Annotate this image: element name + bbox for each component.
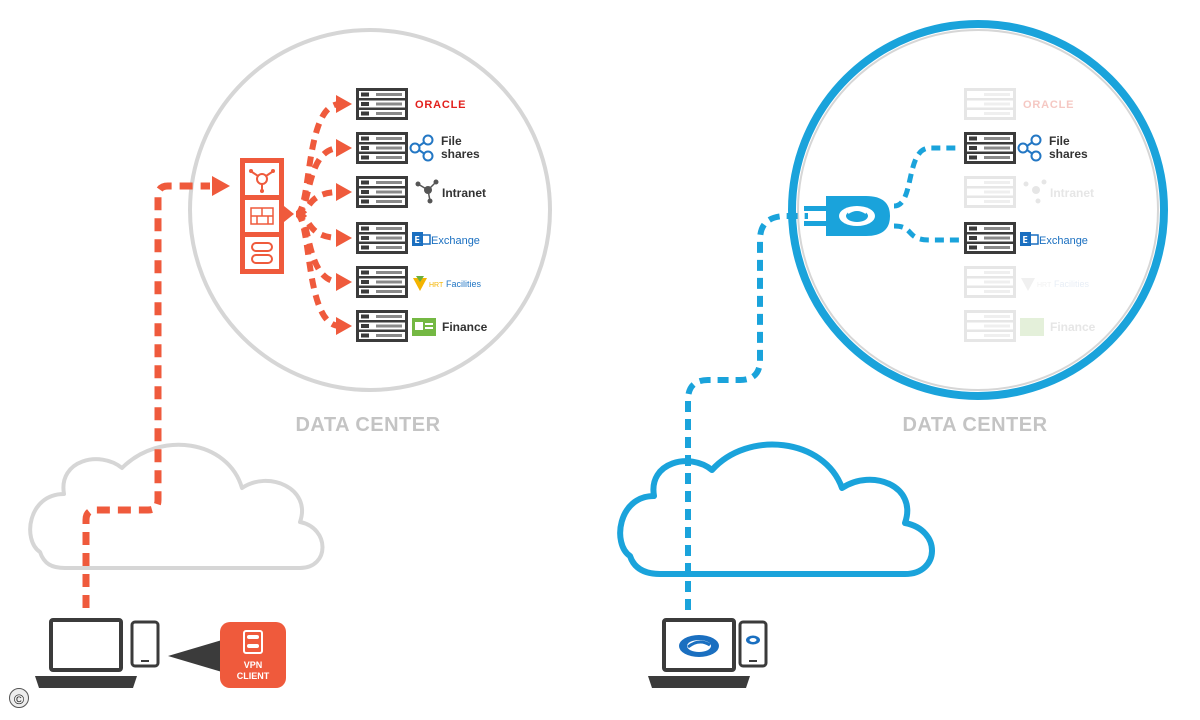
vpn-tunnel-path [82,182,210,608]
app-row-oracle-right: ORACLE [964,88,1074,120]
fileshares-label-2-right: shares [1049,147,1088,161]
datacenter-label-left: DATA CENTER [295,414,440,436]
vpn-branches [294,101,341,329]
copyright-mark: © [9,688,29,708]
finance-label: Finance [442,320,488,334]
vpn-arrow-to-gateway [212,176,230,196]
cloud-right [617,441,935,577]
vpn-branch-arrows [336,95,352,335]
network-nodes-icon [415,179,439,204]
app-row-hrt-left: HRT Facilities [356,266,482,298]
fileshares-label-1-right: File [1049,134,1070,148]
app-row-fileshares-right: File shares [964,132,1088,164]
zscaler-plug-icon [804,196,890,236]
fileshares-label-1: File [441,134,462,148]
hrt-logo-faded [1021,278,1035,291]
hrt-prefix: HRT [429,282,444,289]
zscaler-logo [679,635,719,657]
laptop-left [35,618,137,688]
vpn-client-badge: VPN CLIENT [220,622,286,688]
hrtfacilities-label-faded: Facilities [1054,279,1090,289]
vpn-client-pointer [168,640,222,672]
vpn-client-line2: CLIENT [237,671,270,681]
vpn-client-line1: VPN [244,660,263,670]
datacenter-circle-right [788,20,1168,400]
datacenter-circle-left [188,28,552,392]
left-panel: DATA CENTER [28,28,552,688]
app-row-intranet-left: Intranet [356,176,486,208]
exchange-logo [1019,231,1039,247]
firewall-icon [250,207,274,225]
finance-icon-faded [1020,318,1044,336]
vpn-gateway-stack [240,158,284,274]
hrtfacilities-label: Facilities [446,279,482,289]
finance-label-faded: Finance [1050,320,1096,334]
network-nodes-icon-faded [1023,179,1047,204]
app-row-exchange-left: Exchange [356,222,480,254]
hrt-prefix-faded: HRT [1037,282,1052,289]
app-row-exchange-right: Exchange [964,222,1088,254]
ztna-branch-exchange [893,223,960,243]
share-icon [1017,134,1042,162]
intranet-label: Intranet [442,186,486,200]
exchange-label-right: Exchange [1039,235,1088,247]
app-row-oracle-left: ORACLE [356,88,466,120]
ztna-branch-fileshares [893,145,960,209]
app-row-finance-left: Finance [356,310,488,342]
exchange-logo [411,231,431,247]
oracle-logo: ORACLE [415,99,466,111]
app-row-finance-right: Finance [964,310,1096,342]
load-balancer-icon [251,242,273,264]
gateway-out-arrow [284,206,294,222]
phone-left [130,620,160,668]
vpn-client-icon [243,630,263,654]
exchange-label: Exchange [431,235,480,247]
app-row-fileshares-left: File shares [356,132,480,164]
app-row-hrt-right: HRT Facilities [964,266,1090,298]
phone-right [738,620,768,668]
share-node-icon [249,169,275,193]
share-icon [409,134,434,162]
ztna-path [685,213,808,610]
cloud-left [28,442,325,570]
laptop-right [648,618,750,688]
oracle-logo-faded: ORACLE [1023,99,1074,111]
app-row-intranet-right: Intranet [964,176,1094,208]
hrt-logo [413,276,427,291]
intranet-label-faded: Intranet [1050,186,1094,200]
datacenter-label-right: DATA CENTER [902,414,1047,436]
right-panel: DATA CENTER ORACLE File shares [617,20,1168,688]
finance-icon [412,318,436,336]
fileshares-label-2: shares [441,147,480,161]
